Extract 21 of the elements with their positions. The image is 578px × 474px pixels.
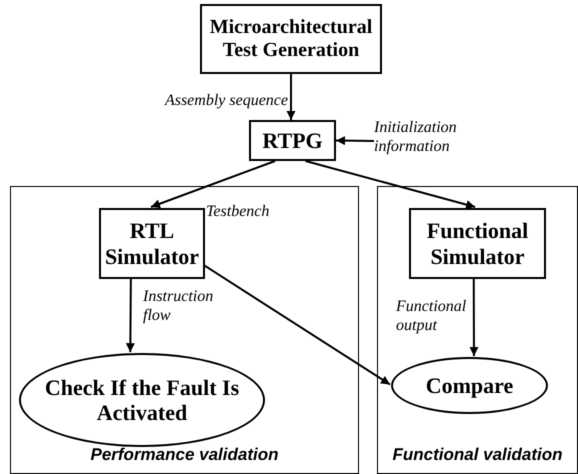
arrow <box>150 160 276 208</box>
arrow <box>203 264 391 386</box>
process-box <box>200 4 382 74</box>
group-panel <box>377 186 578 474</box>
arrow <box>469 278 478 356</box>
process-box <box>249 120 336 161</box>
node-label: Functional Simulator <box>426 218 530 269</box>
node-label: Microarchitectural Test Generation <box>208 16 374 62</box>
arrow <box>336 136 374 146</box>
process-box <box>409 208 546 279</box>
arrow <box>126 278 135 352</box>
arrow <box>305 160 476 209</box>
panel-heading: Performance validation <box>89 445 280 465</box>
process-box <box>99 208 205 279</box>
arrow <box>286 74 296 120</box>
node-label: Check If the Fault Is Activated <box>44 374 240 426</box>
group-panel <box>10 186 359 474</box>
node-label: RTL Simulator <box>104 218 200 269</box>
node-label: Compare <box>426 372 514 398</box>
node-label: RTPG <box>262 128 323 154</box>
panel-heading: Functional validation <box>391 445 564 465</box>
